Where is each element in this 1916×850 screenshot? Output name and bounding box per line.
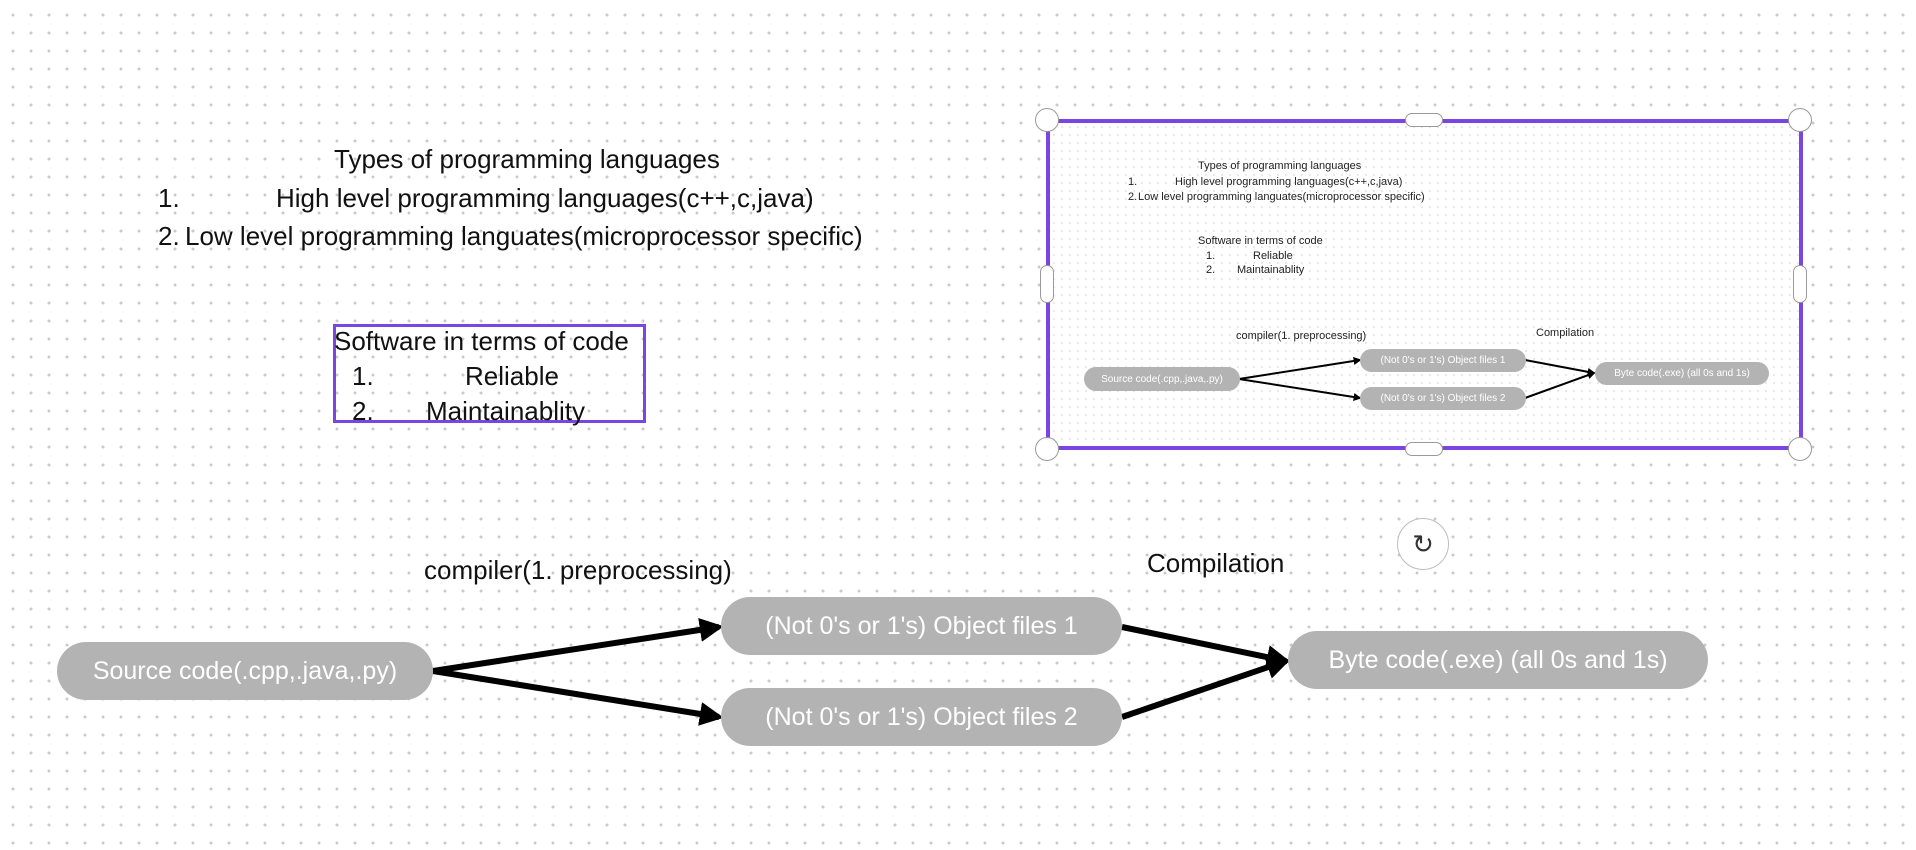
resize-handle-top-right[interactable] bbox=[1788, 108, 1812, 132]
thumb-object-files-2-node: (Not 0's or 1's) Object files 2 bbox=[1360, 387, 1526, 410]
thumb-arrows bbox=[1238, 357, 1596, 401]
thumb-list-item-maintainability: Maintainablity bbox=[1237, 264, 1305, 276]
list-item-reliable[interactable]: Reliable bbox=[465, 361, 559, 391]
thumb-list-item-reliable: Reliable bbox=[1253, 250, 1293, 262]
thumb-list-item-high-level: High level programming languages(c++,c,j… bbox=[1175, 176, 1403, 188]
list-item-high-level[interactable]: High level programming languages(c++,c,j… bbox=[276, 183, 814, 213]
compiler-label[interactable]: compiler(1. preprocessing) bbox=[424, 555, 732, 585]
compilation-label[interactable]: Compilation bbox=[1147, 548, 1285, 578]
resize-handle-bottom[interactable] bbox=[1405, 442, 1443, 456]
resize-handle-top-left[interactable] bbox=[1035, 108, 1059, 132]
source-code-node[interactable]: Source code(.cpp,.java,.py) bbox=[57, 642, 433, 700]
software-highlight-box[interactable] bbox=[333, 324, 646, 423]
resize-handle-left[interactable] bbox=[1040, 265, 1054, 303]
thumb-source-code-node: Source code(.cpp,.java,.py) bbox=[1084, 367, 1240, 391]
list-item-number: 2. bbox=[352, 396, 374, 426]
list-item-number: 1. bbox=[352, 361, 374, 391]
resize-handle-right[interactable] bbox=[1793, 265, 1807, 303]
selection-frame[interactable] bbox=[1046, 119, 1803, 450]
resize-handle-bottom-right[interactable] bbox=[1788, 437, 1812, 461]
arrow-source-to-object2[interactable] bbox=[432, 668, 724, 726]
software-title[interactable]: Software in terms of code bbox=[334, 326, 629, 356]
selected-image-thumbnail[interactable]: Types of programming languages 1. High l… bbox=[1050, 123, 1799, 446]
thumb-list-number: 1. bbox=[1206, 250, 1216, 262]
list-item-maintainability[interactable]: Maintainablity bbox=[426, 396, 585, 426]
thumb-list-item-low-level: Low level programming languates(micropro… bbox=[1138, 191, 1425, 203]
thumb-compilation-label: Compilation bbox=[1536, 327, 1595, 339]
arrow-object1-to-bytecode[interactable] bbox=[1121, 624, 1291, 669]
rotate-icon: ↻ bbox=[1412, 528, 1434, 559]
thumb-languages-title: Types of programming languages bbox=[1198, 160, 1362, 172]
thumb-list-number: 1. bbox=[1128, 176, 1138, 188]
byte-code-node[interactable]: Byte code(.exe) (all 0s and 1s) bbox=[1288, 631, 1708, 689]
list-item-number: 2. bbox=[158, 221, 180, 251]
thumb-software-title: Software in terms of code bbox=[1198, 235, 1323, 247]
object-files-1-node[interactable]: (Not 0's or 1's) Object files 1 bbox=[721, 597, 1122, 655]
resize-handle-bottom-left[interactable] bbox=[1035, 437, 1059, 461]
languages-title[interactable]: Types of programming languages bbox=[334, 144, 720, 174]
arrow-source-to-object1[interactable] bbox=[432, 618, 724, 674]
rotate-button[interactable]: ↻ bbox=[1397, 518, 1449, 570]
object-files-2-node[interactable]: (Not 0's or 1's) Object files 2 bbox=[721, 688, 1122, 746]
thumb-list-number: 2. bbox=[1128, 191, 1138, 203]
list-item-number: 1. bbox=[158, 183, 180, 213]
thumb-byte-code-node: Byte code(.exe) (all 0s and 1s) bbox=[1595, 362, 1769, 385]
thumb-compiler-label: compiler(1. preprocessing) bbox=[1236, 330, 1367, 342]
list-item-low-level[interactable]: Low level programming languates(micropro… bbox=[185, 221, 863, 251]
arrow-object2-to-bytecode[interactable] bbox=[1121, 655, 1291, 720]
thumb-list-number: 2. bbox=[1206, 264, 1216, 276]
thumb-object-files-1-node: (Not 0's or 1's) Object files 1 bbox=[1360, 349, 1526, 372]
resize-handle-top[interactable] bbox=[1405, 113, 1443, 127]
